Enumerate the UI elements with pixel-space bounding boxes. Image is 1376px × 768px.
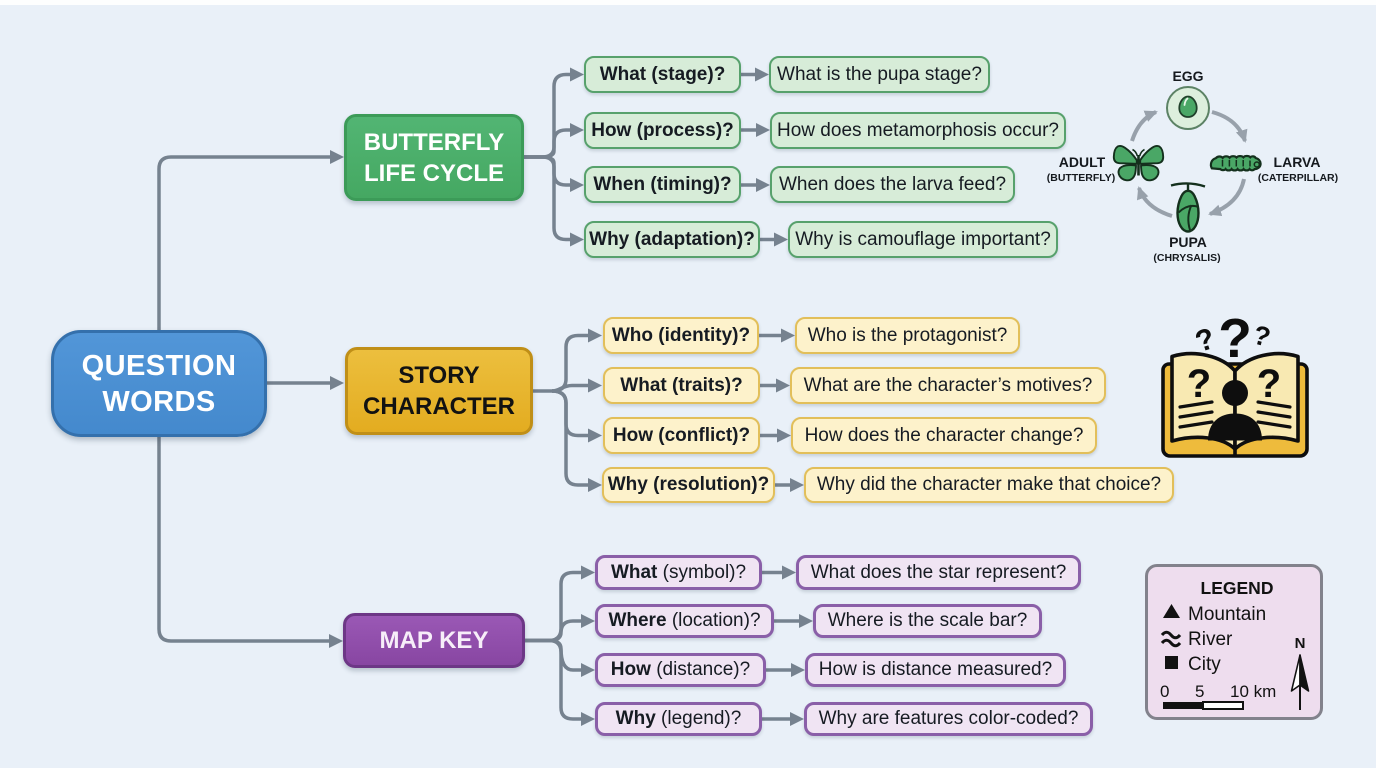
svg-text:PUPA: PUPA xyxy=(1169,234,1207,250)
svg-text:(CATERPILLAR): (CATERPILLAR) xyxy=(1258,172,1338,184)
svg-text:?: ? xyxy=(1250,320,1274,353)
svg-text:N: N xyxy=(1295,635,1306,652)
svg-text:LARVA: LARVA xyxy=(1274,154,1321,170)
svg-text:EGG: EGG xyxy=(1172,68,1203,84)
svg-text:ADULT: ADULT xyxy=(1059,154,1106,170)
svg-text:?: ? xyxy=(1187,362,1211,406)
svg-text:?: ? xyxy=(1218,307,1252,369)
svg-text:LEGEND: LEGEND xyxy=(1201,578,1274,598)
svg-text:City: City xyxy=(1188,654,1221,675)
svg-text:10 km: 10 km xyxy=(1230,682,1276,701)
svg-text:(BUTTERFLY): (BUTTERFLY) xyxy=(1047,172,1115,184)
svg-text:0: 0 xyxy=(1160,682,1169,701)
svg-text:5: 5 xyxy=(1195,682,1204,701)
svg-text:River: River xyxy=(1188,629,1233,650)
svg-text:(CHRYSALIS): (CHRYSALIS) xyxy=(1153,252,1220,264)
svg-text:?: ? xyxy=(1257,362,1281,406)
svg-text:Mountain: Mountain xyxy=(1188,604,1266,625)
